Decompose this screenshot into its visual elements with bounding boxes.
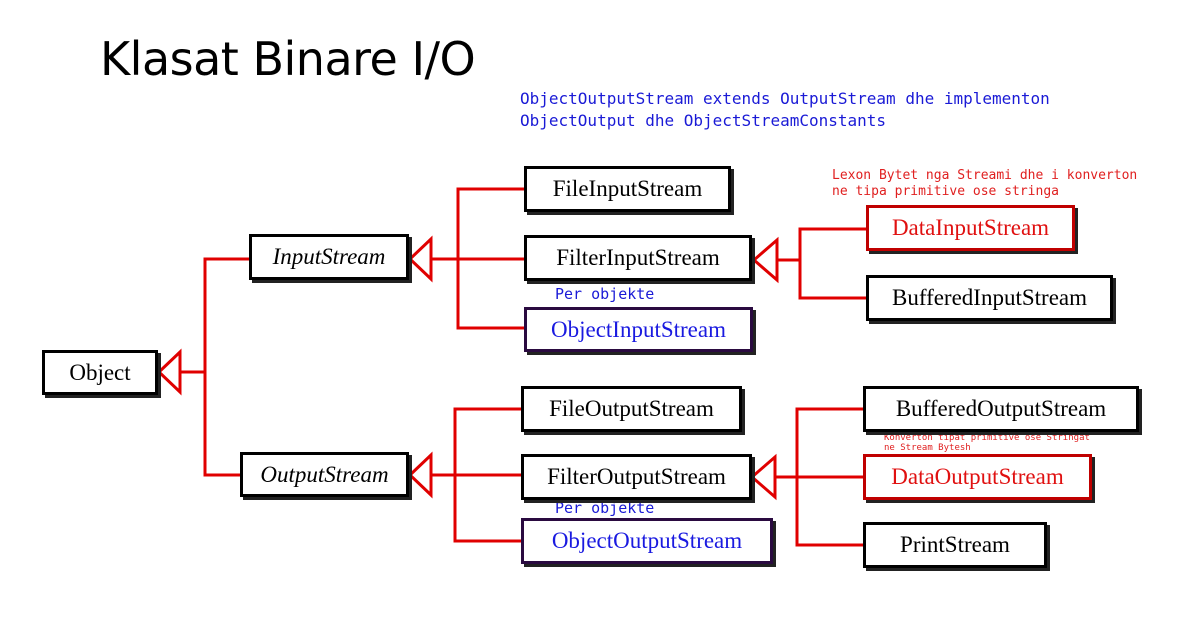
- class-datainputstream-box: DataInputStream: [866, 205, 1075, 251]
- class-objectinputstream-box: ObjectInputStream: [524, 307, 753, 352]
- per-objekte-output-label: Per objekte: [555, 499, 655, 517]
- class-outputstream-box: OutputStream: [240, 452, 409, 497]
- class-object-box: Object: [42, 350, 158, 395]
- outputstream-to-file-line: [431, 407, 523, 477]
- slide-title: Klasat Binare I/O: [100, 32, 476, 86]
- class-objectoutputstream-box: ObjectOutputStream: [521, 518, 773, 564]
- data-output-note-line1: Konverton tipat primitive ose Stringat: [884, 433, 1090, 443]
- filter-to-print-line: [795, 477, 865, 547]
- data-output-note-line2: ne Stream Bytesh: [884, 443, 971, 453]
- data-input-note-line2: ne tipa primitive ose stringa: [832, 184, 1059, 199]
- outputstream-inheritance-arrow: [407, 451, 433, 499]
- filter-to-bufferedinput-line: [798, 260, 868, 300]
- class-filteroutputstream-box: FilterOutputStream: [521, 454, 752, 500]
- object-to-outputstream-line: [203, 372, 242, 477]
- filteroutput-inheritance-arrow: [749, 453, 777, 501]
- class-printstream-box: PrintStream: [863, 522, 1047, 568]
- filter-to-datainput-line: [777, 227, 868, 262]
- data-input-note-line1: Lexon Bytet nga Streami dhe i konverton: [832, 168, 1138, 183]
- class-dataoutputstream-box: DataOutputStream: [863, 454, 1092, 500]
- object-to-inputstream-line: [180, 257, 252, 374]
- inputstream-inheritance-arrow: [407, 235, 433, 283]
- object-inheritance-arrow: [156, 348, 182, 396]
- per-objekte-input-label: Per objekte: [555, 285, 655, 303]
- filter-to-bufferedoutput-line: [775, 407, 865, 479]
- class-fileoutputstream-box: FileOutputStream: [521, 386, 742, 432]
- inputstream-to-file-line: [431, 187, 526, 261]
- class-bufferedinputstream-box: BufferedInputStream: [866, 275, 1113, 321]
- filterinput-inheritance-arrow: [751, 236, 779, 284]
- object-output-note-line2: ObjectOutput dhe ObjectStreamConstants: [520, 111, 887, 130]
- class-fileinputstream-box: FileInputStream: [524, 166, 731, 212]
- class-inputstream-box: InputStream: [249, 234, 409, 280]
- outputstream-to-object-line: [453, 475, 523, 543]
- class-bufferedoutputstream-box: BufferedOutputStream: [863, 386, 1139, 432]
- inputstream-to-object-line: [456, 259, 526, 330]
- class-filterinputstream-box: FilterInputStream: [524, 235, 752, 281]
- object-output-note-line1: ObjectOutputStream extends OutputStream …: [520, 89, 1050, 108]
